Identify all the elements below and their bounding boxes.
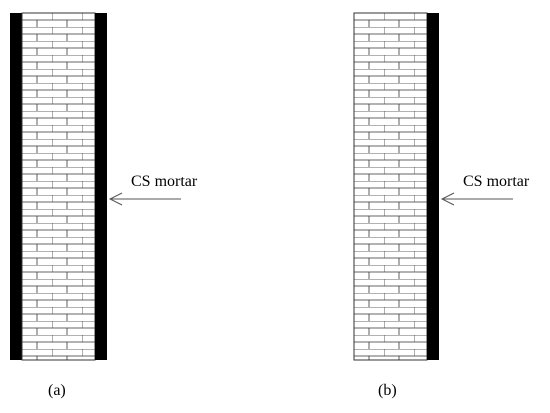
brick-wall (353, 12, 428, 361)
arrow-head (440, 192, 455, 206)
brick-wall (21, 12, 96, 361)
annotation-label: CS mortar (463, 173, 530, 190)
arrow-head (108, 192, 123, 206)
panel-caption: (b) (378, 382, 397, 399)
annotation-label: CS mortar (131, 173, 198, 190)
panel-a: CS mortar (a) (10, 12, 198, 399)
panel-b: CS mortar (b) (353, 12, 530, 399)
right-mortar-layer (95, 13, 107, 360)
panel-caption: (a) (48, 382, 66, 399)
left-mortar-layer (10, 13, 22, 360)
right-mortar-layer (427, 13, 439, 360)
